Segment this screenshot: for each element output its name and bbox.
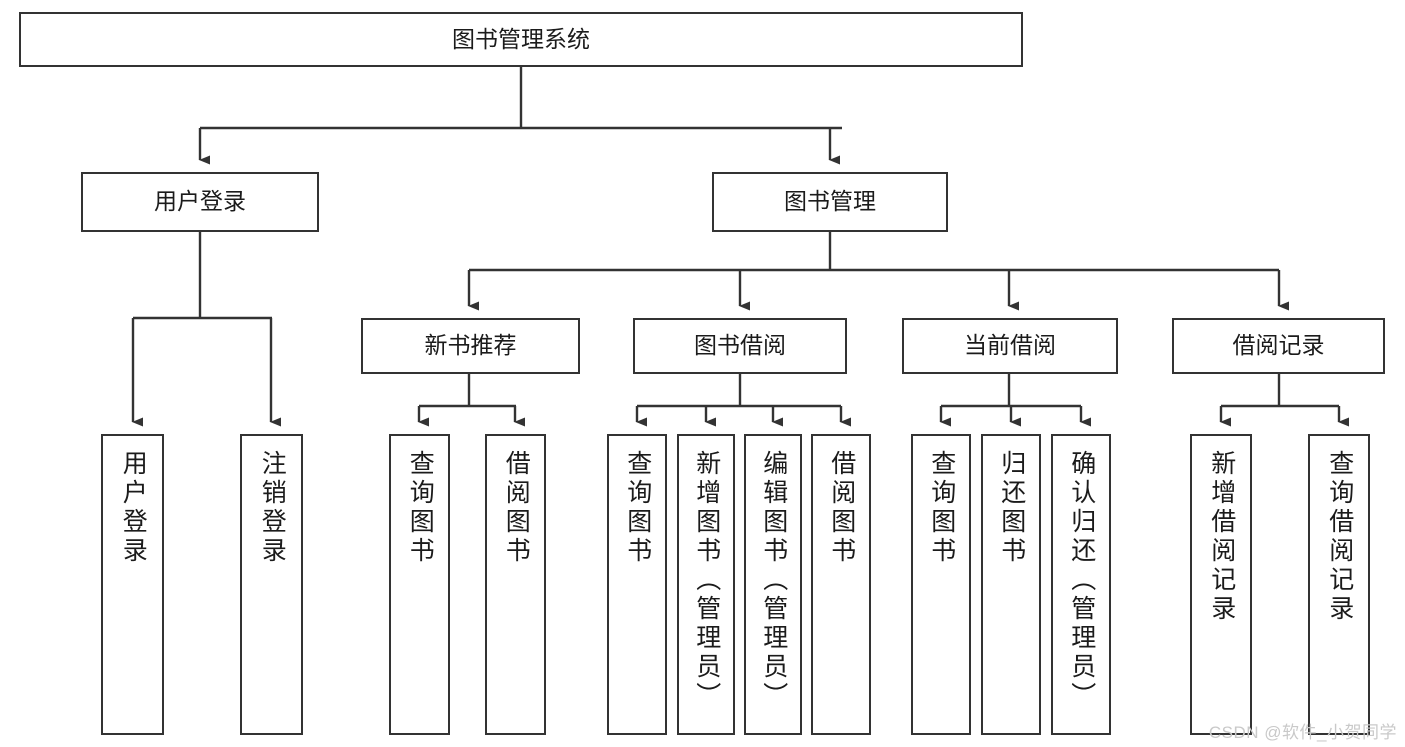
node-book-borrow[interactable]: 图书借阅 xyxy=(633,318,847,374)
node-borrow-record[interactable]: 借阅记录 xyxy=(1172,318,1385,374)
node-label: 用户登录 xyxy=(119,450,148,566)
node-leaf-user-login[interactable]: 用户登录 xyxy=(101,434,164,735)
node-leaf-return-book[interactable]: 归还图书 xyxy=(981,434,1041,735)
node-label: 查询图书 xyxy=(406,450,435,566)
node-label: 借阅记录 xyxy=(1232,332,1325,359)
node-label: 确认归还（管理员） xyxy=(1067,450,1096,711)
node-user-login[interactable]: 用户登录 xyxy=(81,172,319,232)
node-leaf-query-book-current[interactable]: 查询图书 xyxy=(911,434,971,735)
node-label: 借阅图书 xyxy=(827,450,856,566)
node-label: 新书推荐 xyxy=(424,332,517,359)
node-label: 编辑图书（管理员） xyxy=(759,450,788,711)
node-leaf-confirm-return-admin[interactable]: 确认归还（管理员） xyxy=(1051,434,1111,735)
node-book-management[interactable]: 图书管理 xyxy=(712,172,948,232)
node-leaf-add-book-admin[interactable]: 新增图书（管理员） xyxy=(677,434,735,735)
node-new-book-recommend[interactable]: 新书推荐 xyxy=(361,318,580,374)
node-label: 归还图书 xyxy=(997,450,1026,566)
node-label: 图书管理系统 xyxy=(452,25,590,52)
node-label: 注销登录 xyxy=(258,450,287,566)
node-root-system[interactable]: 图书管理系统 xyxy=(19,12,1023,67)
node-leaf-query-book-recommend[interactable]: 查询图书 xyxy=(389,434,450,735)
node-label: 用户登录 xyxy=(154,188,246,215)
node-label: 图书管理 xyxy=(784,188,876,215)
node-leaf-borrow-book[interactable]: 借阅图书 xyxy=(811,434,871,735)
node-current-borrow[interactable]: 当前借阅 xyxy=(902,318,1118,374)
node-leaf-query-book-borrow[interactable]: 查询图书 xyxy=(607,434,667,735)
node-label: 查询借阅记录 xyxy=(1325,450,1354,624)
node-leaf-user-logout[interactable]: 注销登录 xyxy=(240,434,303,735)
node-leaf-borrow-book-recommend[interactable]: 借阅图书 xyxy=(485,434,546,735)
node-label: 查询图书 xyxy=(927,450,956,566)
node-label: 新增借阅记录 xyxy=(1207,450,1236,624)
node-label: 新增图书（管理员） xyxy=(692,450,721,711)
node-leaf-edit-book-admin[interactable]: 编辑图书（管理员） xyxy=(744,434,802,735)
node-leaf-add-borrow-record[interactable]: 新增借阅记录 xyxy=(1190,434,1252,735)
node-label: 查询图书 xyxy=(623,450,652,566)
node-leaf-query-borrow-record[interactable]: 查询借阅记录 xyxy=(1308,434,1370,735)
node-label: 借阅图书 xyxy=(502,450,531,566)
node-label: 图书借阅 xyxy=(694,332,786,359)
csdn-watermark: CSDN @软件_小贺同学 xyxy=(1208,723,1397,742)
node-label: 当前借阅 xyxy=(964,332,1056,359)
